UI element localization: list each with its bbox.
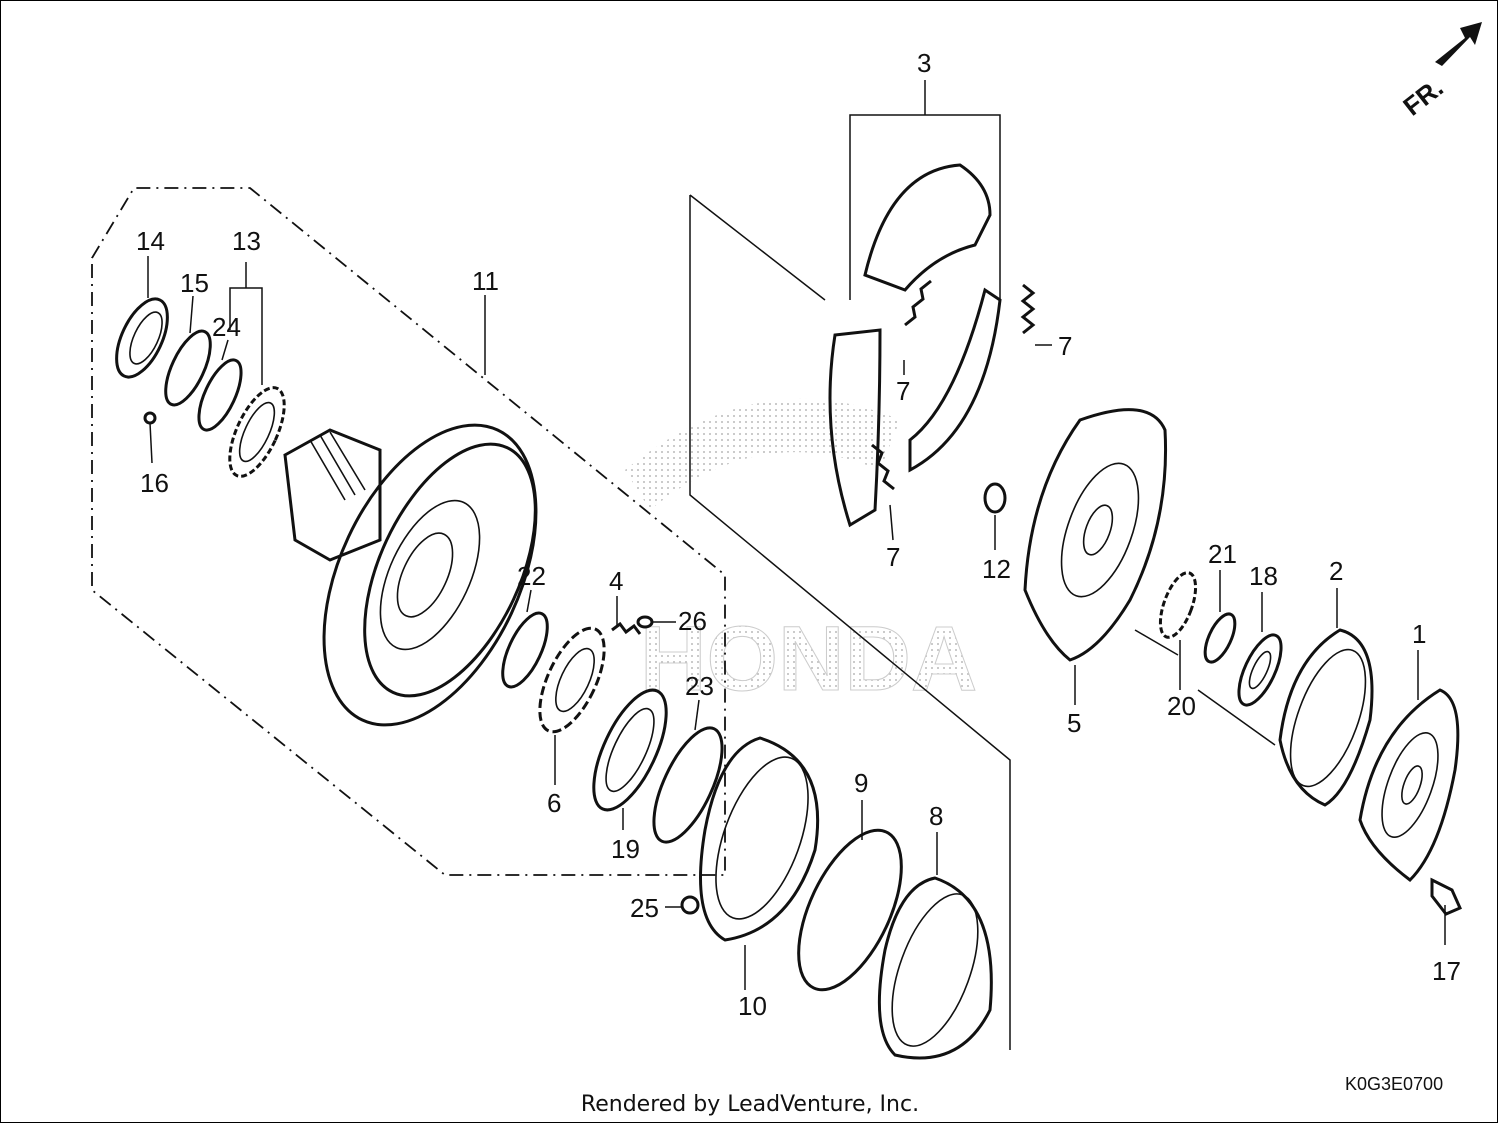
part-7-spring-c xyxy=(871,443,895,491)
watermark-text: HONDA xyxy=(640,608,977,710)
callout-11: 11 xyxy=(472,266,499,296)
part-21-washer xyxy=(1203,612,1237,664)
callout-21: 21 xyxy=(1208,539,1237,569)
bracket-13 xyxy=(229,262,263,385)
diagram-code: K0G3E0700 xyxy=(1345,1074,1444,1094)
bracket-3 xyxy=(849,80,1001,300)
callout-12: 12 xyxy=(982,554,1011,584)
part-13-lock-washer xyxy=(228,386,286,478)
part-22-ring xyxy=(501,611,549,689)
part-20-lock-washer xyxy=(1158,571,1198,639)
part-16-nut xyxy=(143,411,157,425)
callout-4: 4 xyxy=(609,566,623,596)
part-1-cover xyxy=(1358,688,1460,882)
callout-9: 9 xyxy=(854,768,868,798)
part-11-clutch-outer xyxy=(283,423,538,727)
callout-1: 1 xyxy=(1412,619,1426,649)
callout-7-b: 7 xyxy=(1058,331,1072,361)
boundary-shoe-group xyxy=(689,194,1011,1050)
part-4-spring xyxy=(611,621,642,635)
callout-5: 5 xyxy=(1067,708,1081,738)
part-7-spring-a xyxy=(904,279,932,327)
callout-19: 19 xyxy=(611,834,640,864)
callout-18: 18 xyxy=(1249,561,1278,591)
leader-lines xyxy=(147,256,1446,990)
callout-15: 15 xyxy=(180,268,209,298)
callout-10: 10 xyxy=(738,991,767,1021)
part-15-circlip xyxy=(164,329,212,407)
part-24-washer xyxy=(197,358,243,432)
callout-23: 23 xyxy=(685,671,714,701)
callout-22: 22 xyxy=(517,561,546,591)
callout-6: 6 xyxy=(547,788,561,818)
callout-3: 3 xyxy=(917,48,931,78)
part-19-plate xyxy=(592,688,668,812)
callout-25: 25 xyxy=(630,893,659,923)
part-6-one-way-clutch xyxy=(538,626,606,734)
callout-20: 20 xyxy=(1167,691,1196,721)
callout-16: 16 xyxy=(140,468,169,498)
assembly-boundary-11 xyxy=(91,187,726,876)
callout-26: 26 xyxy=(678,606,707,636)
part-10-gasket xyxy=(699,736,820,942)
callout-labels: 14 15 13 24 16 11 22 4 26 23 6 19 25 10 … xyxy=(136,48,1461,1021)
part-23-snap-ring xyxy=(652,726,724,844)
callout-14: 14 xyxy=(136,226,165,256)
part-14-lock-nut xyxy=(115,297,169,379)
part-7-spring-b xyxy=(1020,283,1036,335)
part-8-cover-gasket xyxy=(877,876,993,1060)
front-direction-label: FR. xyxy=(1397,72,1448,121)
part-3-clutch-shoe-set xyxy=(828,163,1002,528)
axis-line xyxy=(1134,629,1276,746)
callout-2: 2 xyxy=(1329,556,1343,586)
honda-watermark: HONDA xyxy=(625,398,978,711)
part-9-o-ring xyxy=(797,828,903,992)
front-direction-arrow-icon xyxy=(1435,22,1482,66)
callout-13: 13 xyxy=(232,226,261,256)
part-18-bearing xyxy=(1237,633,1283,707)
callout-8: 8 xyxy=(929,801,943,831)
callout-7-a: 7 xyxy=(896,376,910,406)
part-25-bolt xyxy=(680,895,700,915)
part-17-bolt xyxy=(1430,877,1462,916)
callout-7-c: 7 xyxy=(886,542,900,572)
callout-17: 17 xyxy=(1432,956,1461,986)
part-5-drive-plate xyxy=(1023,408,1168,662)
callout-24: 24 xyxy=(212,312,241,342)
part-2-gasket xyxy=(1278,628,1374,807)
footer-credit: Rendered by LeadVenture, Inc. xyxy=(580,1092,920,1117)
part-12-collar xyxy=(983,482,1007,514)
